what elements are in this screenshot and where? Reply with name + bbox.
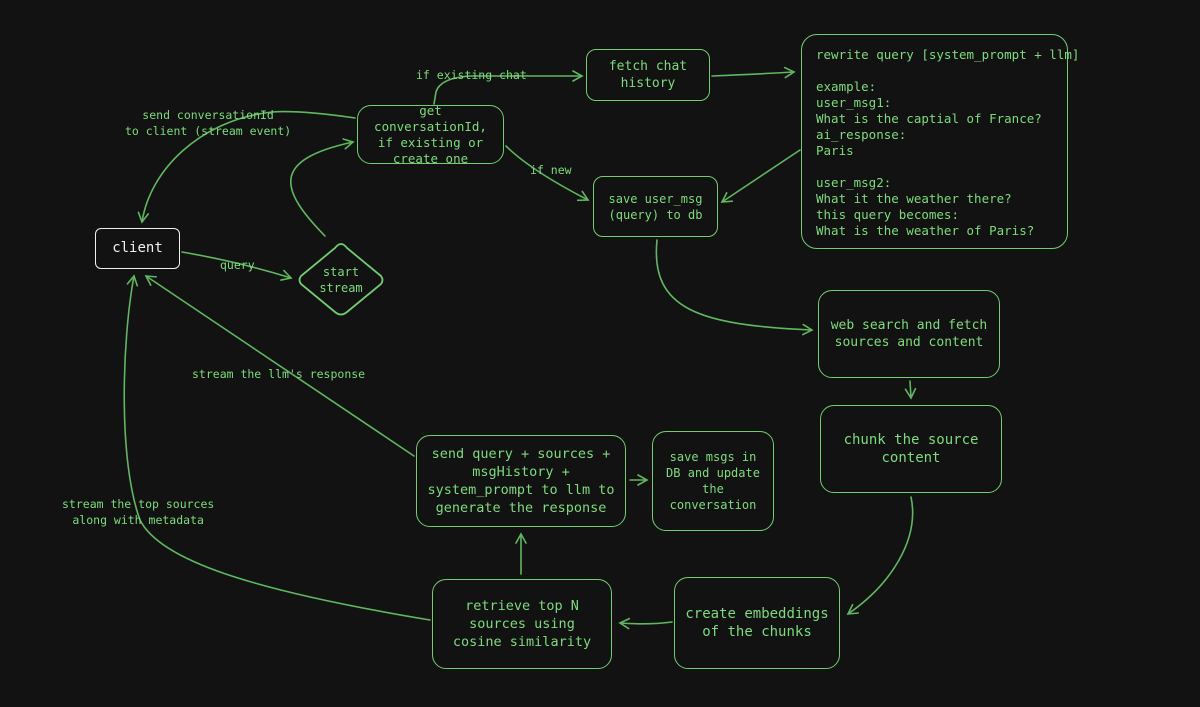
edge-get-conversation-to-fetch <box>433 70 584 105</box>
web-search-node: web search and fetch sources and content <box>818 290 1000 378</box>
start-stream-label: start stream <box>319 265 363 295</box>
embeddings-node: create embeddings of the chunks <box>674 577 840 669</box>
save-msgs-node: save msgs in DB and update the conversat… <box>652 431 774 531</box>
save-user-msg-node: save user_msg (query) to db <box>593 176 718 237</box>
edge-chunk-to-embeddings <box>846 496 914 615</box>
send-llm-node: send query + sources + msgHistory + syst… <box>416 435 626 527</box>
retrieve-node: retrieve top N sources using cosine simi… <box>432 579 612 669</box>
client-node: client <box>95 228 180 269</box>
edge-label-if-new: if new <box>530 163 572 177</box>
chunk-node: chunk the source content <box>820 405 1002 493</box>
edge-rewrite-to-save <box>720 149 801 203</box>
fetch-history-node: fetch chat history <box>586 49 710 101</box>
edge-label-stream-llm-response: stream the llm's response <box>192 367 366 381</box>
edge-save-to-web-search <box>655 239 814 336</box>
edge-get-conversation-to-client <box>137 110 356 224</box>
edge-label-if-existing-chat: if existing chat <box>416 68 527 82</box>
edge-embeddings-to-retrieve <box>618 617 673 630</box>
edge-label-stream-top-sources: stream the top sources along with metada… <box>62 497 215 527</box>
edge-retrieve-to-client-sources <box>123 274 431 621</box>
get-conversation-node: get conversationId, if existing or creat… <box>357 103 504 166</box>
edge-send-to-client-response <box>144 275 415 457</box>
edge-fetch-to-rewrite <box>711 66 796 79</box>
edge-client-to-start <box>181 251 293 281</box>
edge-web-search-to-chunk <box>904 380 917 400</box>
start-stream-node: start stream <box>297 242 385 318</box>
edge-get-conversation-to-save <box>505 145 590 202</box>
rewrite-query-node: rewrite query [system_prompt + llm] exam… <box>801 34 1079 249</box>
edge-label-send-conversation-id: send conversationId to client (stream ev… <box>125 108 292 138</box>
edge-label-query: query <box>220 258 255 272</box>
edge-start-to-get-conversation <box>290 138 355 237</box>
